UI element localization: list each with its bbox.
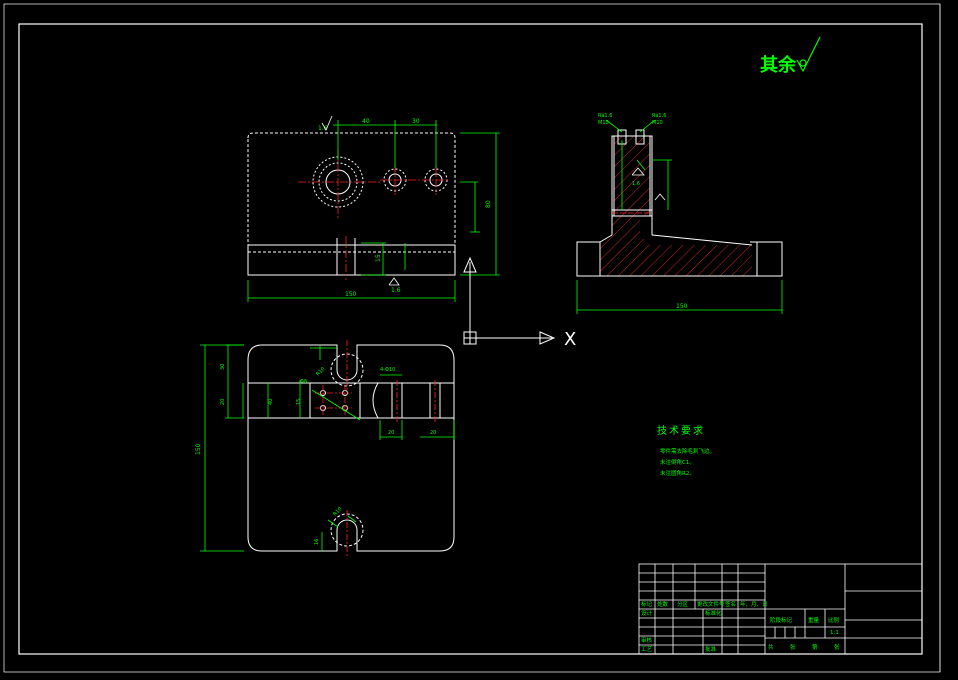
tb-design: 设计 bbox=[641, 609, 653, 617]
tech-requirement-line-1: 零件需去除毛刺飞边。 bbox=[660, 447, 715, 455]
tb-sheet-no: 第 bbox=[812, 643, 818, 651]
side-finish-mark: 1.6 bbox=[632, 181, 640, 187]
tb-weight-label: 重量 bbox=[808, 616, 820, 624]
side-dim-width: 150 bbox=[676, 303, 688, 310]
top-dim-a: 30 bbox=[220, 364, 226, 370]
tb-sheet-total-unit: 张 bbox=[790, 643, 796, 651]
top-dim-g: 20 bbox=[430, 430, 436, 436]
tb-change-doc: 更改文件号 bbox=[697, 600, 725, 608]
top-dim-small: 16 bbox=[314, 539, 320, 545]
tb-scale-value: 1:1 bbox=[830, 630, 839, 636]
tb-sign: 签名 bbox=[725, 600, 736, 608]
front-view: 150 80 40 30 15 1.6 1.6 bbox=[247, 115, 500, 302]
dim-slot: 15 bbox=[375, 254, 382, 262]
tb-process: 工艺 bbox=[641, 646, 653, 653]
top-dim-d: 15 bbox=[296, 399, 302, 405]
tb-review: 审核 bbox=[641, 636, 653, 644]
tb-count: 处数 bbox=[657, 600, 669, 608]
top-dim-f: 20 bbox=[388, 430, 394, 436]
tb-sheet-total: 共 bbox=[768, 643, 774, 651]
tech-requirement-line-3: 未注圆角R2。 bbox=[660, 469, 695, 477]
roughness-mark-icon bbox=[321, 115, 400, 286]
side-label-left-top: Ra1.6 bbox=[598, 113, 612, 119]
title-block: 标记 处数 分区 更改文件号 签名 年、月、日 设计 标准化 审核 工艺 批准 … bbox=[638, 563, 923, 655]
surface-finish-note: 其余 bbox=[760, 36, 821, 76]
finish-top: 1.6 bbox=[318, 125, 328, 132]
tb-approve: 批准 bbox=[705, 645, 717, 653]
top-dim-e: 4-Φ10 bbox=[380, 367, 395, 373]
surface-roughness-symbol-icon bbox=[796, 36, 821, 73]
side-roughness-icon bbox=[631, 167, 666, 201]
tb-standard: 标准化 bbox=[705, 609, 722, 617]
tb-scale-label: 比例 bbox=[828, 616, 840, 624]
ucs-icon bbox=[463, 256, 556, 345]
side-label-right-bottom: M10 bbox=[652, 120, 663, 126]
side-view: 150 Ra1.6 M10 Ra1.6 M10 1.6 bbox=[576, 113, 783, 314]
surface-finish-text: 其余 bbox=[760, 54, 797, 76]
ucs-x-label: X bbox=[564, 329, 576, 350]
side-label-left-bottom: M10 bbox=[598, 120, 609, 126]
dim-hole-spacing-1: 40 bbox=[362, 118, 370, 125]
tb-date: 年、月、日 bbox=[740, 600, 768, 608]
dim-hole-spacing-2: 30 bbox=[412, 118, 420, 125]
tech-requirements: 技术要求 零件需去除毛刺飞边。 未注倒角C1。 未注圆角R2。 bbox=[657, 424, 715, 477]
side-label-right-top: Ra1.6 bbox=[652, 113, 666, 119]
top-dim-r2: R10 bbox=[332, 506, 343, 517]
top-dim-b: 20 bbox=[220, 399, 226, 405]
tb-sheet-no-unit: 张 bbox=[834, 643, 840, 651]
top-dim-total-height: 150 bbox=[195, 443, 202, 455]
tb-mark: 标记 bbox=[641, 600, 653, 608]
dim-overall-width: 150 bbox=[345, 291, 357, 298]
top-dim-r: R10 bbox=[315, 366, 326, 377]
dim-height: 80 bbox=[485, 200, 492, 208]
top-view: 150 30 20 40 15 4-Φ10 20 20 R10 R10 16 Φ… bbox=[195, 340, 455, 556]
top-dim-hole: Φ8 bbox=[300, 379, 307, 385]
finish-bottom: 1.6 bbox=[391, 287, 401, 294]
tb-zone: 分区 bbox=[677, 600, 689, 608]
tech-requirement-line-2: 未注倒角C1。 bbox=[660, 458, 695, 466]
top-dim-c: 40 bbox=[268, 399, 274, 405]
tb-stage-label: 阶段标记 bbox=[770, 616, 793, 624]
tech-requirements-title: 技术要求 bbox=[657, 424, 705, 437]
